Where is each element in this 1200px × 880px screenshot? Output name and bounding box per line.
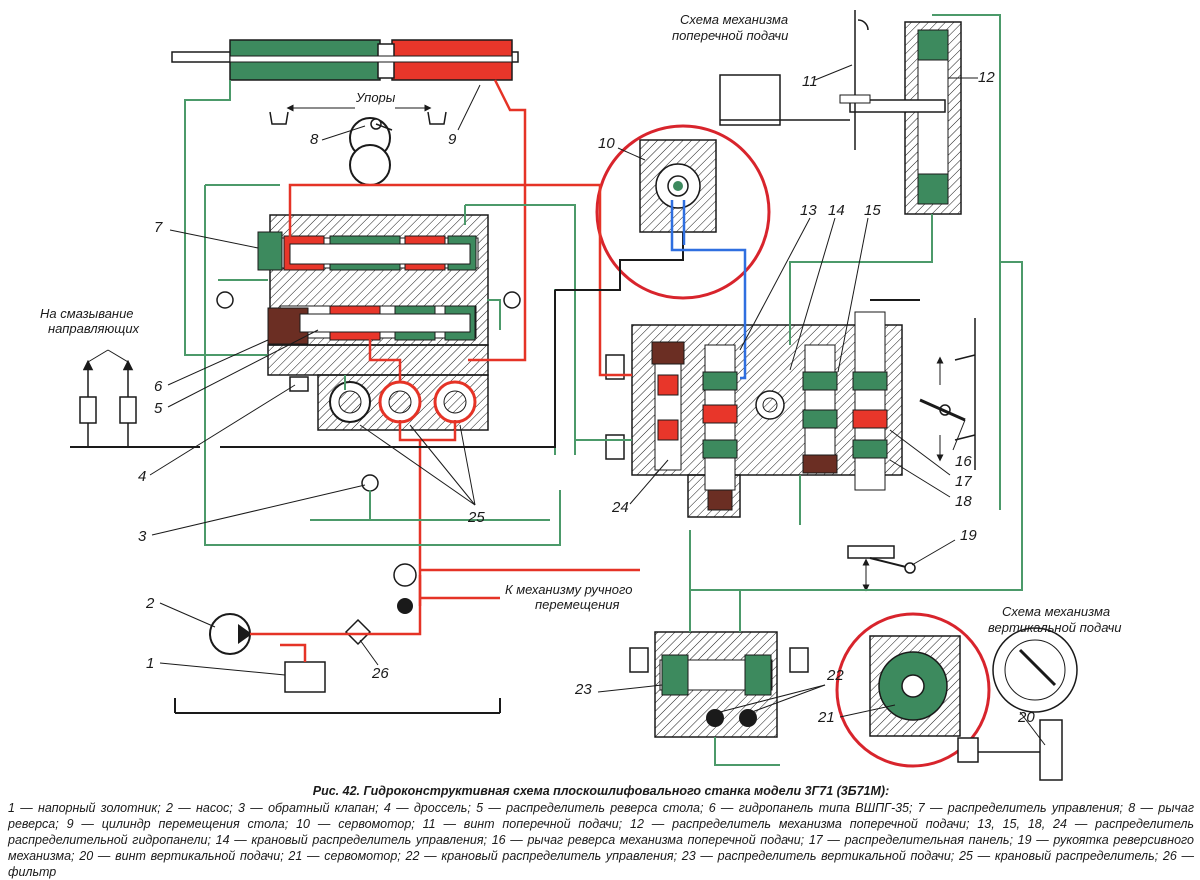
lubrication-throttles: [79, 349, 137, 447]
reverse-lever: [269, 104, 447, 186]
callout-16: 16: [955, 453, 972, 470]
cross-feed-label-1: Схема механизма: [680, 12, 788, 27]
callout-20: 20: [1017, 709, 1035, 726]
callout-24: 24: [611, 499, 629, 516]
reverse-handle: [847, 545, 916, 592]
vertical-feed-distributor: [629, 631, 809, 738]
callout-2: 2: [145, 595, 155, 612]
cross-feed-label-2: поперечной подачи: [672, 28, 788, 43]
callout-12: 12: [978, 69, 995, 86]
callout-14: 14: [828, 202, 845, 219]
lubrication-label-1: На смазывание: [40, 306, 134, 321]
hydro-panel: [216, 214, 521, 431]
callout-25: 25: [467, 509, 485, 526]
distribution-panel: [605, 299, 920, 518]
callout-19: 19: [960, 527, 977, 544]
callout-6: 6: [154, 378, 163, 395]
figure-caption: Рис. 42. Гидроконструктивная схема плоск…: [8, 784, 1194, 880]
vertical-feed-label-1: Схема механизма: [1002, 604, 1110, 619]
pump-unit: [174, 474, 501, 714]
stops-label: Упоры: [355, 90, 396, 105]
vertical-feed-screw: [957, 627, 1078, 781]
callout-11: 11: [802, 73, 818, 90]
caption-title: Рис. 42. Гидроконструктивная схема плоск…: [312, 784, 890, 798]
callout-26: 26: [371, 665, 389, 682]
servo-lines: [670, 200, 747, 380]
callout-8: 8: [310, 131, 319, 148]
callout-3: 3: [138, 528, 147, 545]
vertical-feed-label-2: вертикальной подачи: [988, 620, 1122, 635]
servomotor-10: [595, 124, 771, 300]
callout-18: 18: [955, 493, 972, 510]
callout-10: 10: [598, 135, 615, 152]
callout-22: 22: [826, 667, 844, 684]
manual-label-1: К механизму ручного: [505, 582, 633, 597]
callout-5: 5: [154, 400, 163, 417]
servomotor-21: [835, 612, 991, 768]
callout-13: 13: [800, 202, 817, 219]
callout-9: 9: [448, 131, 457, 148]
callout-7: 7: [154, 219, 163, 236]
pressure-lines: [250, 79, 640, 662]
table-cylinder: [171, 39, 519, 81]
callout-21: 21: [817, 709, 835, 726]
caption-text: 1 — напорный золотник; 2 — насос; 3 — об…: [8, 801, 1194, 879]
callout-4: 4: [138, 468, 146, 485]
manual-label-2: перемещения: [535, 597, 620, 612]
callout-23: 23: [574, 681, 592, 698]
callout-1: 1: [146, 655, 154, 672]
callout-15: 15: [864, 202, 881, 219]
callout-17: 17: [955, 473, 972, 490]
lubrication-label-2: направляющих: [48, 321, 140, 336]
cross-feed-lever: [919, 318, 976, 470]
callouts: [149, 64, 1046, 746]
cross-feed-mechanism: [719, 10, 962, 215]
